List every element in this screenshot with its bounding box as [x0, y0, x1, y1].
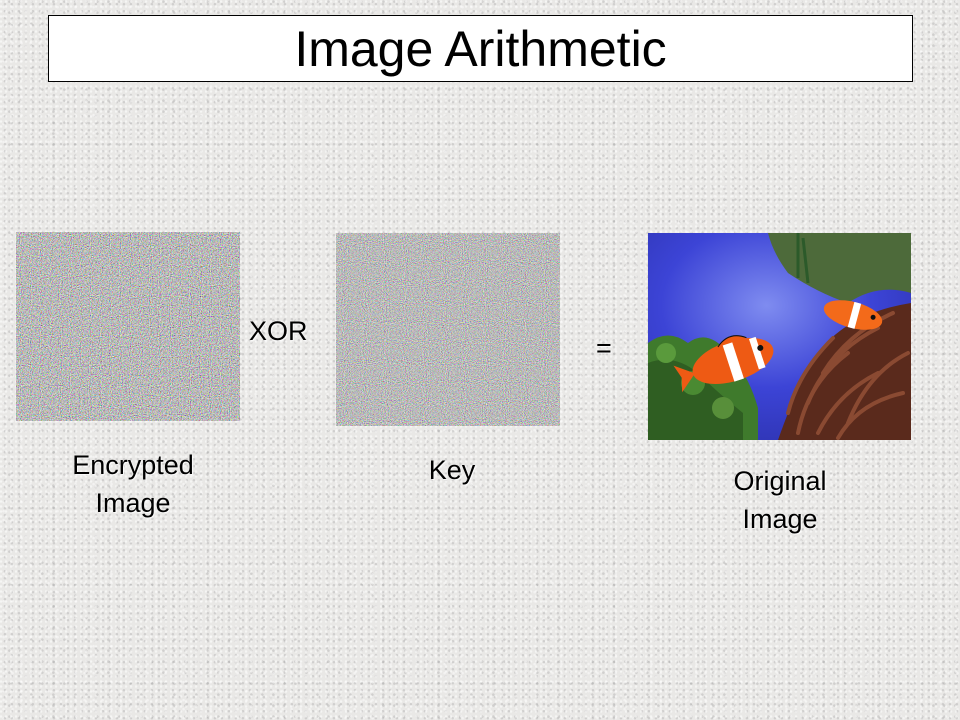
encrypted-label-line2: Image	[95, 488, 171, 518]
slide-title: Image Arithmetic	[294, 20, 667, 77]
encrypted-label-line1: Encrypted	[72, 450, 194, 480]
key-image	[336, 233, 560, 426]
original-image-label: Original Image	[700, 462, 860, 538]
original-image	[648, 233, 911, 440]
encrypted-image-label: Encrypted Image	[40, 446, 226, 522]
slide-title-box: Image Arithmetic	[48, 15, 913, 82]
encrypted-image	[16, 232, 240, 421]
key-label: Key	[428, 455, 476, 485]
original-label-line2: Image	[742, 504, 818, 534]
original-label-line1: Original	[733, 466, 827, 496]
equals-operator: =	[596, 333, 612, 363]
xor-operator: XOR	[249, 316, 308, 346]
